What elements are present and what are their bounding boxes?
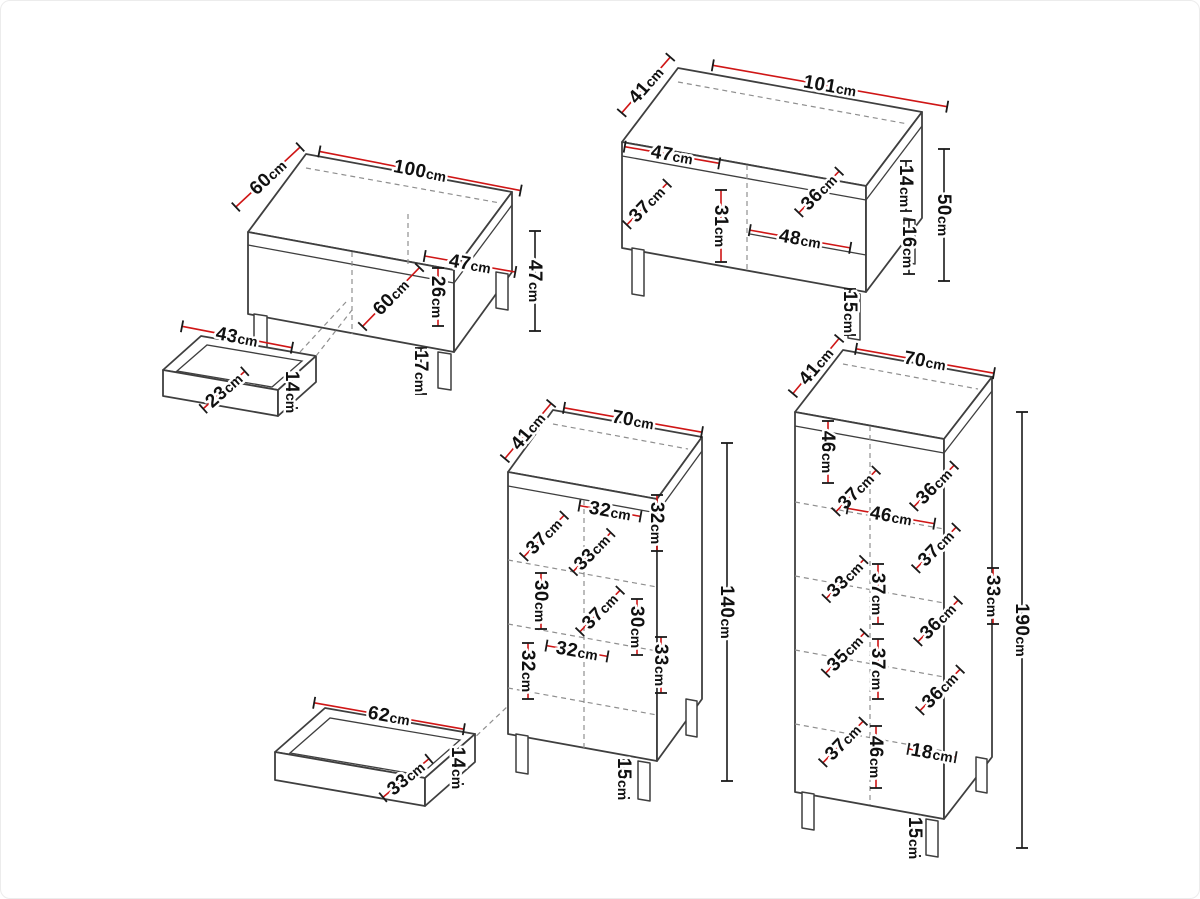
svg-text:18cm: 18cm (909, 739, 954, 767)
svg-text:30cm: 30cm (626, 606, 647, 648)
tv-stand-leg (847, 291, 861, 341)
svg-text:100cm: 100cm (392, 156, 448, 187)
dimension-label: 37cm (865, 563, 891, 625)
dimension-label: 14cm (445, 744, 471, 791)
svg-text:30cm: 30cm (530, 580, 551, 622)
svg-text:15cm: 15cm (904, 817, 925, 859)
svg-text:31cm: 31cm (710, 205, 731, 247)
table-leg (437, 351, 452, 391)
tv-stand-drawing (621, 67, 923, 341)
wardrobe-190-drawing (794, 349, 993, 858)
svg-text:15cm: 15cm (613, 758, 634, 800)
dimension-label: 15cm (611, 755, 637, 802)
svg-text:26cm: 26cm (427, 276, 448, 318)
highboard-leg (637, 760, 651, 802)
dimension-label: 15cm (837, 288, 863, 336)
dimension-label: 50cm (931, 148, 957, 282)
tv-stand-leg (631, 247, 645, 297)
dimension-label: 15cm (902, 814, 928, 861)
svg-text:140cm: 140cm (716, 585, 737, 638)
dimension-label: 100cm (317, 145, 523, 197)
dimension-label: 47cm (522, 230, 548, 332)
svg-text:15cm: 15cm (839, 291, 860, 333)
dimension-label: 14cm (893, 160, 919, 212)
svg-text:16cm: 16cm (898, 226, 919, 268)
dimension-label: 32cm (644, 494, 670, 552)
wardrobe-leg (801, 791, 815, 831)
svg-text:190cm: 190cm (1011, 603, 1032, 656)
dimension-label: 17cm (408, 347, 434, 395)
dimension-label: 33cm (648, 636, 674, 694)
dimension-label: 18cm (906, 737, 958, 768)
svg-text:47cm: 47cm (447, 250, 492, 278)
dimension-label: 14cm (279, 368, 305, 415)
table-leg (495, 271, 509, 311)
dimension-label: 46cm (863, 725, 889, 789)
dimension-label: 33cm (980, 567, 1006, 625)
dimension-label: 30cm (528, 572, 554, 630)
highboard-leg (515, 733, 529, 775)
svg-text:32cm: 32cm (517, 650, 538, 692)
dimension-label: 31cm (708, 189, 734, 263)
dimension-label: 190cm (1009, 411, 1035, 849)
svg-text:37cm: 37cm (867, 573, 888, 615)
highboard-140-drawing (469, 409, 703, 802)
svg-text:17cm: 17cm (410, 350, 431, 392)
wardrobe-leg (925, 818, 939, 858)
dimension-label: 35cm (821, 628, 870, 678)
dimension-label: 26cm (425, 267, 451, 327)
highboard-leg (685, 698, 698, 738)
dimension-label: 37cm (865, 638, 891, 700)
svg-text:33cm: 33cm (650, 644, 671, 686)
svg-text:46cm: 46cm (817, 431, 838, 473)
dimension-label: 46cm (815, 420, 841, 484)
svg-text:32cm: 32cm (646, 502, 667, 544)
coffee-table-drawing (247, 153, 513, 391)
dimension-label: 16cm (896, 219, 922, 275)
dimension-label: 32cm (515, 642, 541, 700)
wardrobe-leg (975, 756, 988, 794)
dimension-label: 30cm (624, 598, 650, 656)
svg-text:14cm: 14cm (281, 371, 302, 413)
svg-text:47cm: 47cm (524, 260, 545, 302)
dimension-label: 47cm (422, 248, 518, 279)
dimension-label: 140cm (714, 442, 740, 782)
svg-text:46cm: 46cm (865, 736, 886, 778)
svg-text:14cm: 14cm (447, 747, 468, 789)
svg-text:50cm: 50cm (933, 194, 954, 236)
svg-text:33cm: 33cm (982, 575, 1003, 617)
svg-text:37cm: 37cm (867, 648, 888, 690)
svg-text:14cm: 14cm (895, 165, 916, 207)
